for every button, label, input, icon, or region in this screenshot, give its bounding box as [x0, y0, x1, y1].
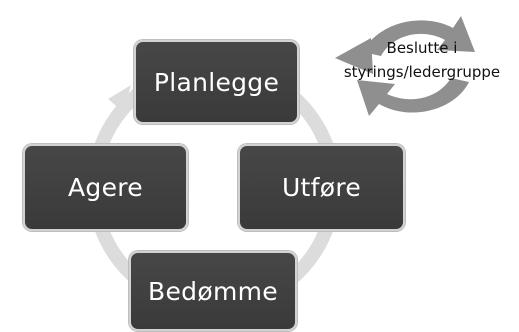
cycle-arrow-lower	[357, 78, 469, 116]
step-planlegge: Planlegge	[134, 40, 299, 124]
step-utfore: Utføre	[238, 144, 405, 231]
cycle-arrow-upper	[363, 16, 475, 56]
decision-note-line2: styrings/ledergruppe	[343, 63, 501, 81]
step-agere: Agere	[23, 144, 188, 231]
decision-note-line1: Beslutte i	[386, 39, 458, 57]
step-planlegge-label: Planlegge	[153, 67, 280, 97]
step-utfore-label: Utføre	[281, 173, 362, 202]
cycle-arrowhead	[108, 85, 131, 112]
step-bedomme: Bedømme	[129, 251, 297, 331]
cycle-arrows-icon	[335, 16, 475, 116]
cycle-arrow-tip-left	[335, 38, 373, 74]
step-agere-label: Agere	[68, 173, 143, 202]
step-bedomme-label: Bedømme	[148, 276, 278, 306]
